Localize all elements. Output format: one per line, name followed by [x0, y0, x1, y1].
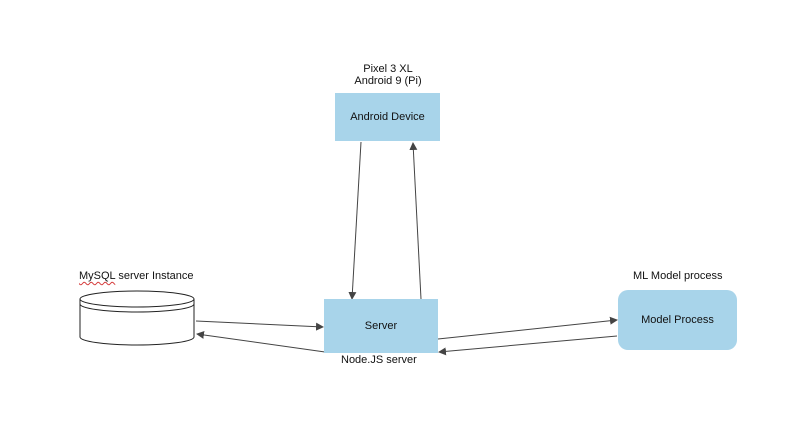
- mysql-caption: MySQL server Instance: [79, 270, 194, 282]
- model-caption: ML Model process: [633, 270, 723, 282]
- arrow-server-to-model: [437, 316, 618, 340]
- android-caption-line-1: Pixel 3 XL: [363, 63, 413, 75]
- server-node[interactable]: Server: [324, 299, 438, 353]
- server-caption: Node.JS server: [341, 354, 417, 366]
- mysql-database-cylinder[interactable]: [79, 290, 195, 346]
- android-device-label: Android Device: [350, 111, 425, 123]
- android-caption-line-2: Android 9 (Pi): [354, 75, 422, 87]
- android-device-caption: Pixel 3 XL Android 9 (Pi): [338, 63, 438, 87]
- android-device-node[interactable]: Android Device: [335, 93, 440, 141]
- arrow-model-to-server: [438, 335, 618, 356]
- arrow-server-to-database: [196, 331, 326, 353]
- mysql-caption-rest: server Instance: [115, 270, 194, 282]
- arrow-database-to-server: [195, 320, 324, 331]
- arrow-android-to-server: [348, 141, 362, 300]
- model-process-label: Model Process: [641, 314, 714, 326]
- arrow-server-to-android: [409, 142, 422, 300]
- mysql-caption-word: MySQL: [79, 270, 116, 282]
- model-process-node[interactable]: Model Process: [618, 290, 737, 350]
- server-label: Server: [364, 320, 398, 332]
